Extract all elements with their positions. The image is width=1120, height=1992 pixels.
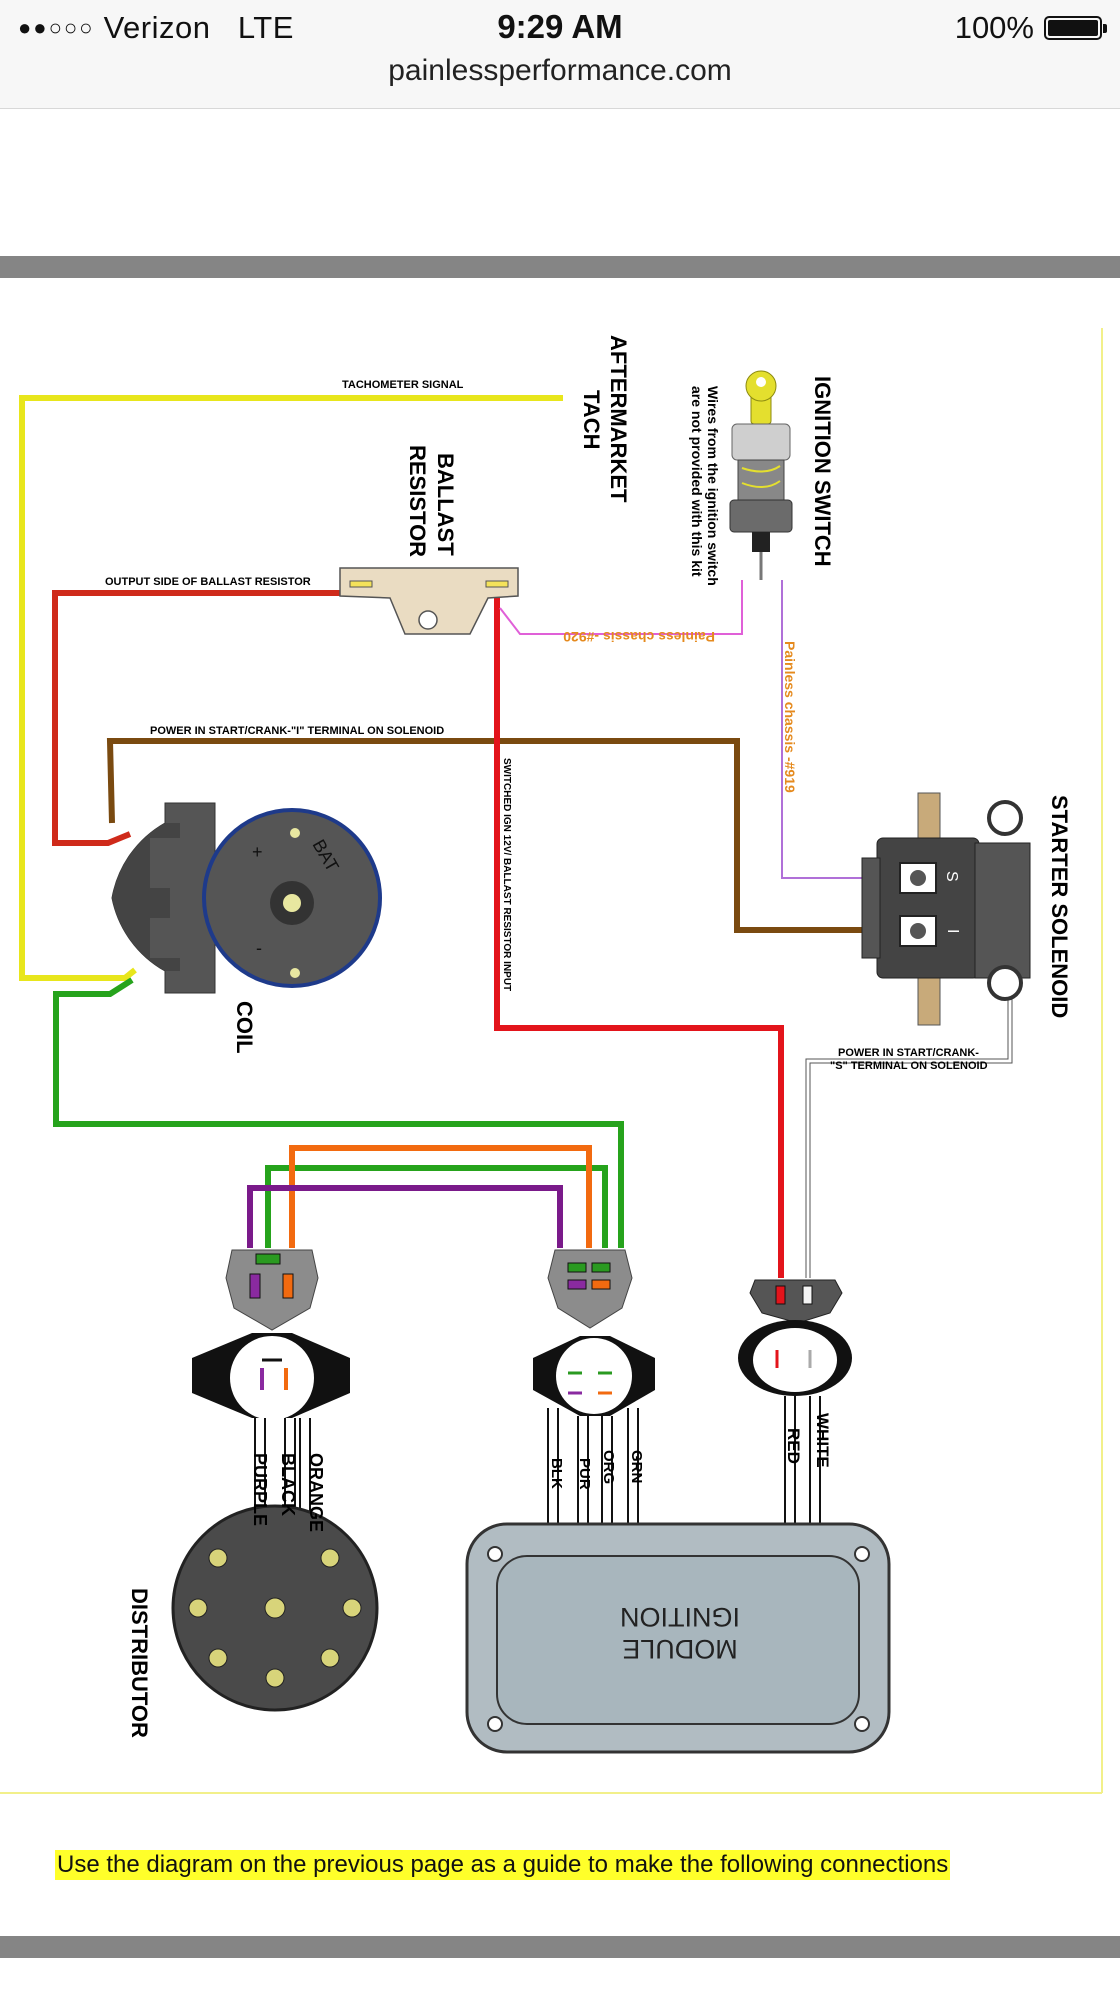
wire-red-switched-ign: [494, 598, 784, 1278]
top-divider-bar: [0, 256, 1120, 278]
ballast-terminal-right: [485, 580, 509, 588]
label-power-i: POWER IN START/CRANK-"I" TERMINAL ON SOL…: [150, 725, 444, 737]
ballast-resistor: [339, 567, 519, 635]
instruction-caption: Use the diagram on the previous page as …: [55, 1850, 951, 1880]
wire-yellow-tach: [19, 395, 563, 981]
address-bar-url[interactable]: painlessperformance.com: [388, 54, 732, 87]
wire-violet-chassis-919: [781, 580, 912, 879]
label-black: BLACK: [278, 1453, 298, 1516]
clock: 9:29 AM: [497, 8, 623, 45]
label-output-ballast: OUTPUT SIDE OF BALLAST RESISTOR: [105, 576, 311, 588]
label-wires-note-2: are not provided with this kit: [689, 386, 705, 577]
label-org: ORG: [600, 1450, 617, 1484]
ballast-mount-hole: [418, 610, 438, 630]
label-grn: GRN: [628, 1450, 645, 1483]
starter-solenoid: [861, 792, 1031, 1026]
label-ignition-module-2: MODULE: [622, 1634, 738, 1664]
label-power-s-1: POWER IN START/CRANK-: [838, 1047, 979, 1059]
label-orange: ORANGE: [306, 1453, 326, 1532]
ignition-module: [465, 1522, 891, 1754]
label-blk: BLK: [548, 1458, 565, 1489]
battery-percent: 100%: [954, 10, 1034, 45]
ballast-terminal-left: [349, 580, 373, 588]
module-leads-4pin: [547, 1408, 639, 1523]
bottom-divider-bar: [0, 1936, 1120, 1958]
wire-red-ballast-output: [52, 590, 345, 846]
label-ignition-switch: IGNITION SWITCH: [810, 376, 835, 567]
solenoid-mount-bottom: [987, 965, 1023, 1001]
network-type: LTE: [237, 10, 294, 45]
label-starter-solenoid: STARTER SOLENOID: [1047, 795, 1072, 1018]
label-ignition-module-1: IGNITION: [620, 1602, 740, 1632]
label-red: RED: [784, 1428, 803, 1464]
wire-green-dist: [265, 1165, 608, 1248]
label-solenoid-i: I: [944, 929, 961, 933]
battery-status: 100%: [954, 10, 1107, 46]
label-chassis-920: Painless chassis -#920: [563, 629, 715, 645]
wire-pink-chassis-920: [499, 580, 743, 635]
module-plug-4pin: [533, 1336, 655, 1416]
label-power-s-2: "S" TERMINAL ON SOLENOID: [830, 1060, 988, 1072]
label-pur: PUR: [576, 1458, 593, 1490]
module-leads-2pin: [784, 1396, 821, 1523]
coil: [111, 802, 382, 994]
distributor-connector: [225, 1249, 319, 1331]
wire-green-coil: [53, 977, 624, 1248]
label-switched-ign: SWITCHED IGN 12V/ BALLAST RESISTOR INPUT: [501, 758, 512, 991]
label-coil-plus: +: [252, 842, 263, 862]
label-coil: COIL: [232, 1001, 257, 1054]
ignition-switch: [729, 370, 793, 580]
distributor-plug: [192, 1333, 350, 1420]
label-wires-note-1: Wires from the ignition switch: [705, 386, 721, 586]
wire-brown-power-i: [106, 738, 915, 933]
battery-icon: [1044, 16, 1107, 40]
status-bar: ●●○○○ Verizon LTE 9:29 AM 100% painlessp…: [0, 0, 1120, 109]
label-aftermarket-tach-2: TACH: [579, 390, 604, 449]
module-connector-2pin: [749, 1279, 843, 1324]
label-white: WHITE: [813, 1413, 832, 1468]
label-ballast-resistor-1: BALLAST: [433, 453, 458, 556]
module-connector-4pin: [547, 1249, 633, 1329]
module-plug-2pin: [738, 1320, 852, 1396]
wire-orange: [289, 1145, 592, 1248]
carrier-info: ●●○○○ Verizon LTE: [18, 10, 294, 46]
solenoid-mount-top: [987, 800, 1023, 836]
carrier-name: Verizon: [103, 10, 211, 45]
wiring-diagram: TACHOMETER SIGNAL AFTERMARKET TACH BALLA…: [0, 328, 1103, 1794]
label-coil-minus: -: [256, 938, 262, 958]
label-chassis-919: Painless chassis -#919: [782, 641, 798, 793]
label-ballast-resistor-2: RESISTOR: [405, 445, 430, 557]
label-purple: PURPLE: [250, 1453, 270, 1526]
wire-purple: [247, 1185, 563, 1248]
label-solenoid-s: S: [943, 871, 960, 882]
label-aftermarket-tach-1: AFTERMARKET: [606, 335, 631, 503]
terminal-s: [899, 862, 937, 894]
signal-strength-icon: ●●○○○: [18, 15, 95, 40]
distributor: [171, 1504, 379, 1712]
label-distributor: DISTRIBUTOR: [127, 1588, 152, 1738]
label-tach-signal: TACHOMETER SIGNAL: [342, 379, 464, 391]
